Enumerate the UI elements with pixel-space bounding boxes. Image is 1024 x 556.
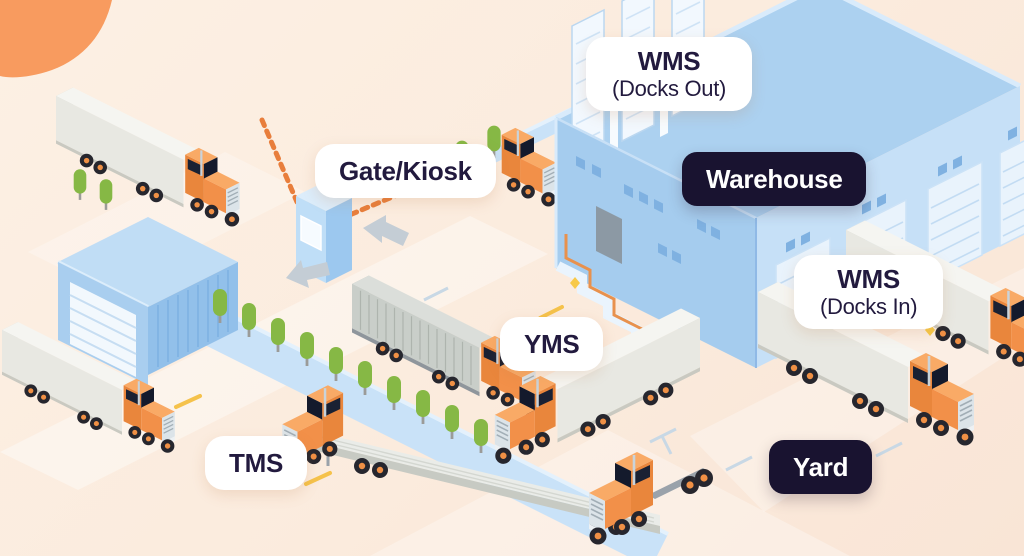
label-wms-docks-out: WMS (Docks Out) xyxy=(586,37,753,111)
label-title: YMS xyxy=(524,329,580,359)
label-wms-docks-in: WMS (Docks In) xyxy=(794,255,944,329)
shed-building xyxy=(57,217,238,385)
label-title: TMS xyxy=(229,448,283,478)
stairs-railing xyxy=(564,234,644,343)
shed-garage-door xyxy=(70,282,136,377)
label-title: WMS xyxy=(637,46,701,76)
kiosk-screen xyxy=(300,214,322,252)
flow-arrow-in-icon xyxy=(363,215,409,246)
label-title: Yard xyxy=(793,452,849,482)
label-warehouse: Warehouse xyxy=(682,152,867,207)
corner-accent-shape xyxy=(0,0,112,78)
label-tms: TMS xyxy=(205,436,307,491)
label-title: Gate/Kiosk xyxy=(339,156,472,186)
label-title: WMS xyxy=(837,264,900,294)
semi-truck-cab xyxy=(500,126,558,208)
label-subtitle: (Docks Out) xyxy=(612,76,727,102)
label-yms: YMS xyxy=(500,317,604,372)
flow-arrow-out-icon xyxy=(286,260,330,288)
label-subtitle: (Docks In) xyxy=(820,294,918,320)
label-gate-kiosk: Gate/Kiosk xyxy=(315,144,496,199)
label-title: Warehouse xyxy=(706,164,843,194)
gate-kiosk-booth xyxy=(259,117,409,288)
label-yard: Yard xyxy=(769,440,873,495)
warehouse-door xyxy=(596,206,622,264)
bobtail-truck xyxy=(587,450,713,546)
